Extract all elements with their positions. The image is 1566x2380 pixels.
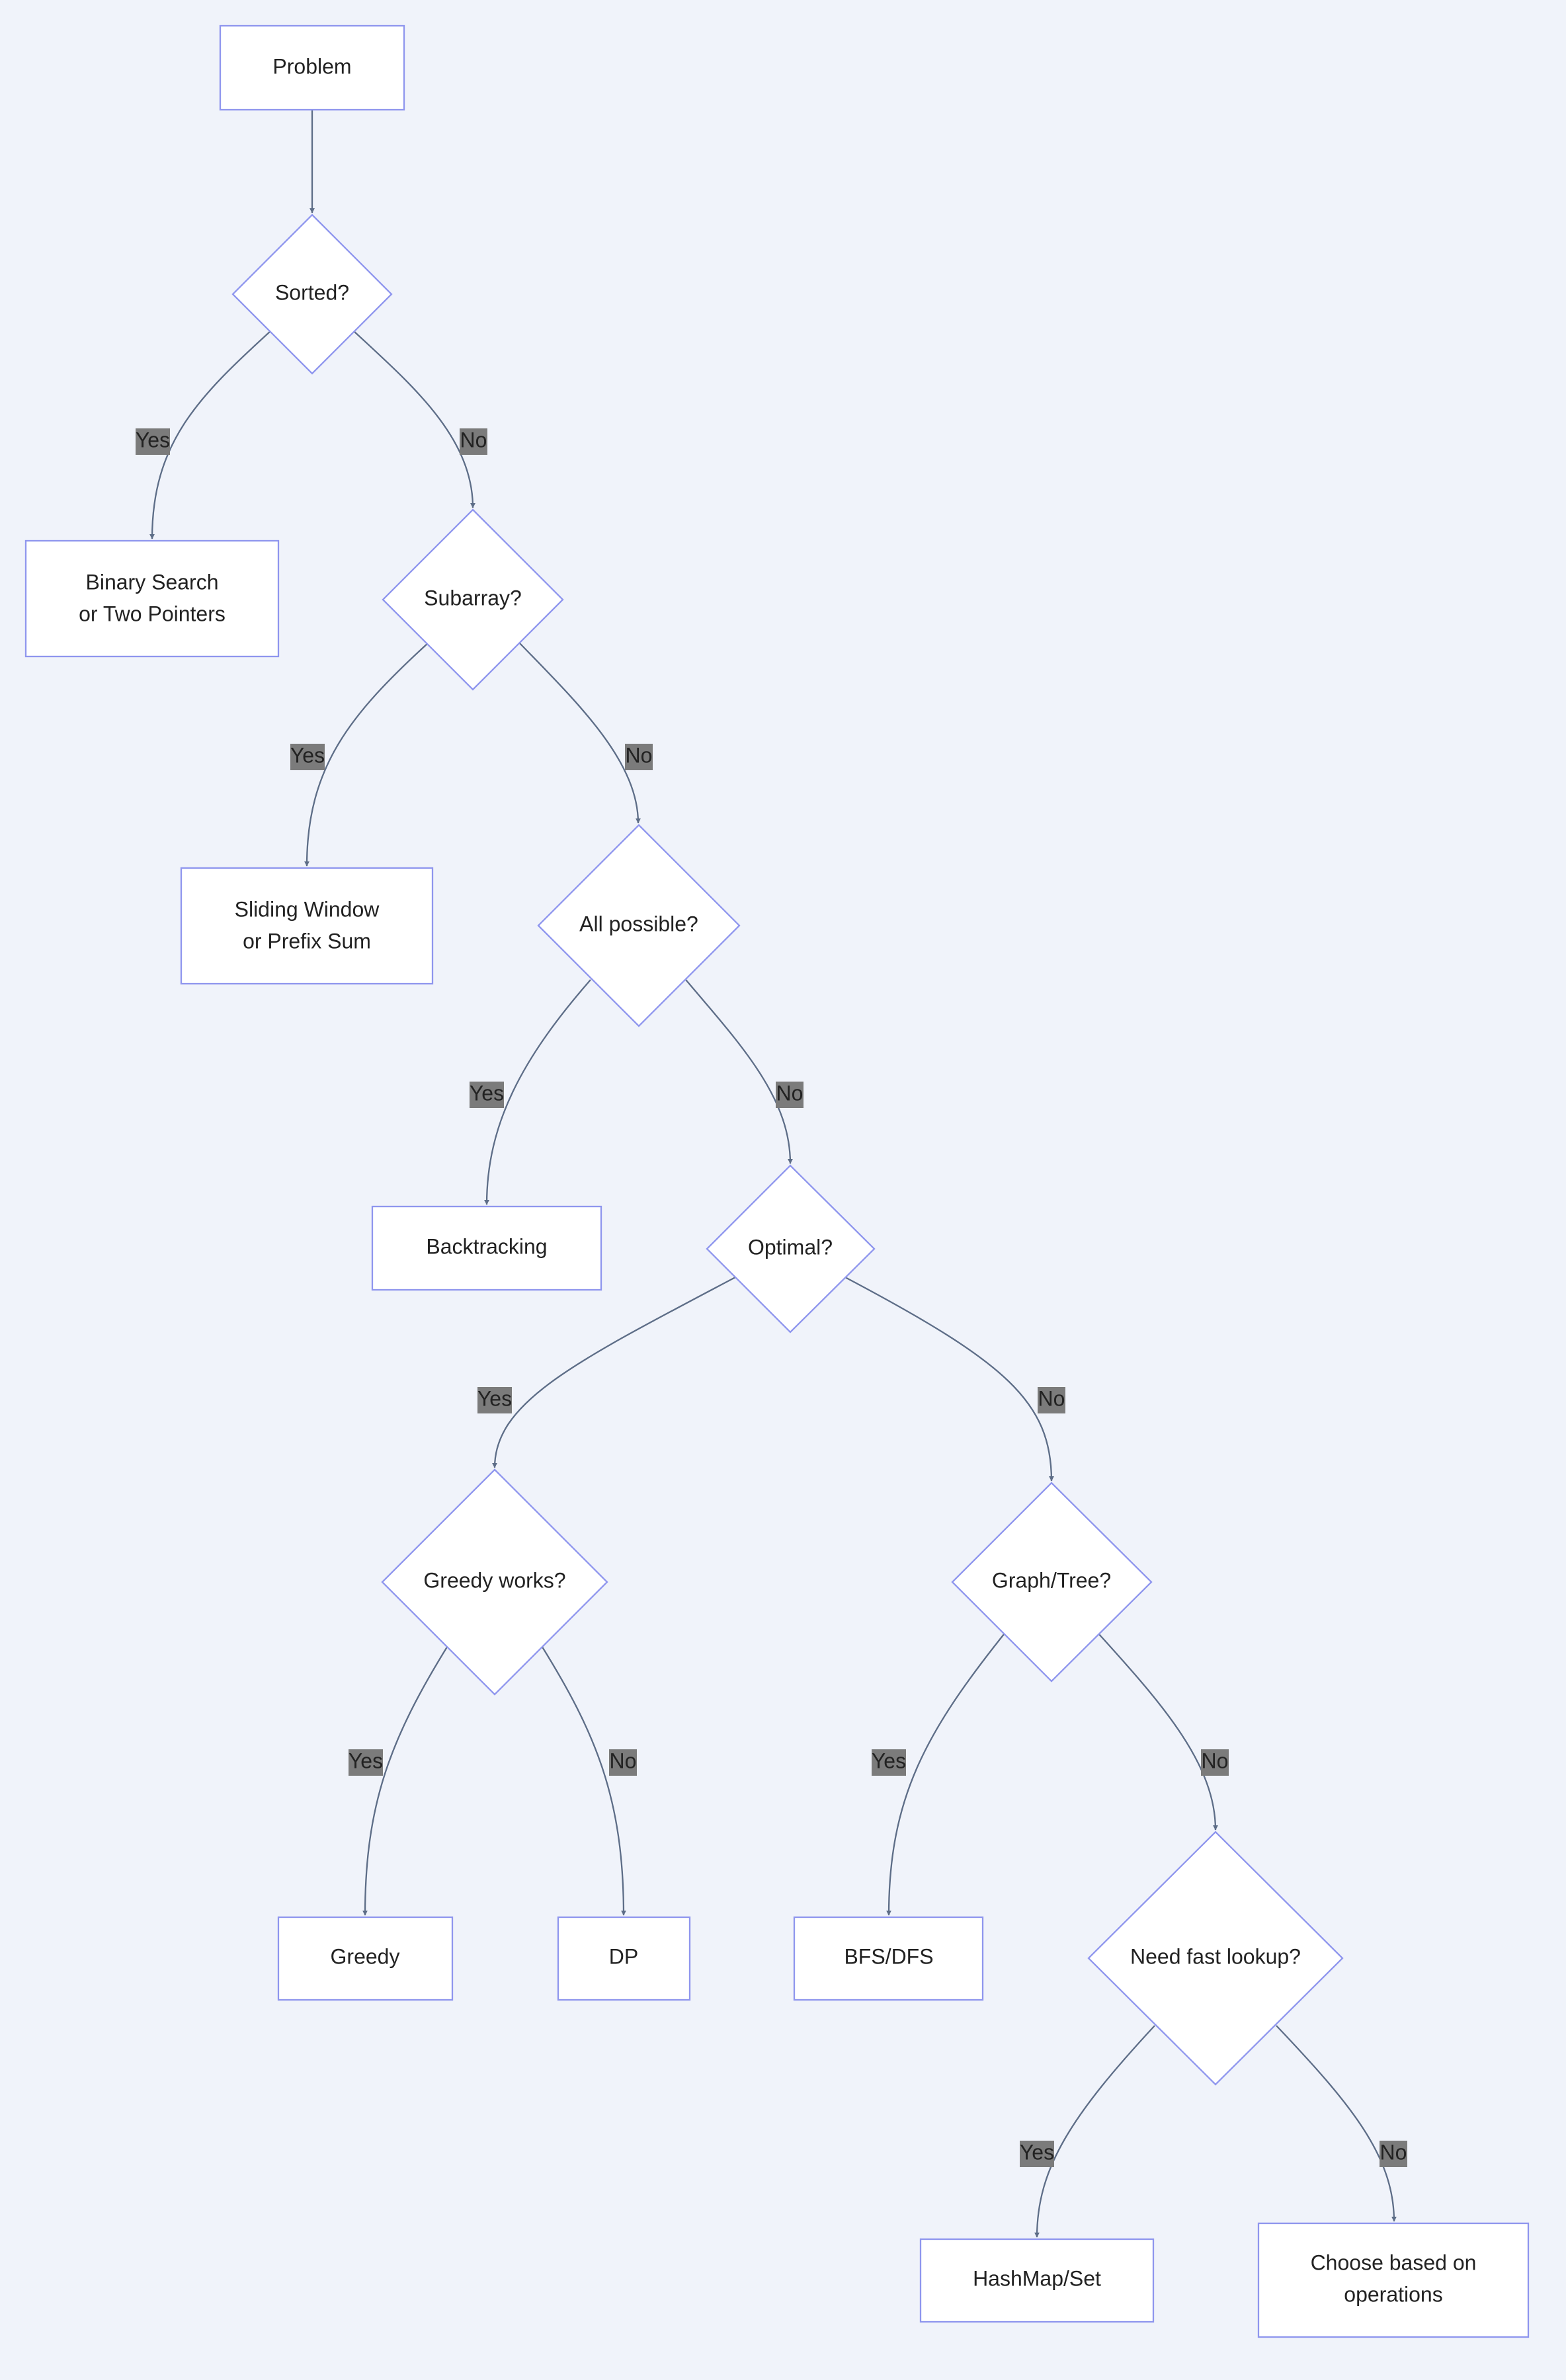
- edge-label-all-possible-no: No: [776, 1081, 804, 1108]
- edge-label-text: No: [1038, 1386, 1065, 1410]
- edge-optimal-graph-tree: [845, 1276, 1054, 1482]
- node-need-fast-lookup-label: Need fast lookup?: [1130, 1944, 1301, 1968]
- edges: [149, 110, 1397, 2238]
- edge-label-greedy-works-yes: Yes: [349, 1749, 383, 1776]
- edge-graph-tree-need-fast-lookup: [1098, 1634, 1218, 1831]
- node-backtracking-label: Backtracking: [426, 1234, 547, 1258]
- node-all-possible: All possible?: [537, 824, 741, 1027]
- edge-optimal-greedy-works: [492, 1276, 736, 1468]
- edge-sorted-binary-search: [149, 330, 272, 539]
- node-problem: Problem: [219, 24, 405, 111]
- node-greedy-works-label: Greedy works?: [423, 1568, 565, 1592]
- node-sliding-window-line1: Sliding Window: [235, 897, 380, 921]
- node-binary-search-line2: or Two Pointers: [79, 602, 226, 625]
- edge-label-text: Yes: [136, 428, 170, 452]
- node-hashmap-set-label: HashMap/Set: [973, 2266, 1101, 2290]
- edge-label-optimal-no: No: [1038, 1386, 1065, 1413]
- edge-need-fast-lookup-choose: [1276, 2025, 1397, 2222]
- node-choose-based: Choose based on operations: [1257, 2222, 1530, 2338]
- edge-label-text: No: [626, 743, 653, 767]
- node-greedy: Greedy: [277, 1916, 454, 2001]
- node-subarray: Subarray?: [382, 508, 564, 691]
- edge-labels: Yes No Yes No Yes No Yes No: [136, 428, 1407, 2167]
- node-binary-search: Binary Search or Two Pointers: [24, 539, 280, 658]
- edge-subarray-sliding-window: [304, 642, 429, 867]
- edge-label-need-fast-lookup-no: No: [1380, 2140, 1407, 2167]
- edge-label-text: No: [1380, 2140, 1407, 2164]
- node-all-possible-label: All possible?: [579, 912, 698, 935]
- edge-label-text: No: [776, 1081, 804, 1105]
- edge-all-possible-backtracking: [484, 979, 591, 1205]
- edge-label-sorted-yes: Yes: [136, 428, 170, 455]
- edge-subarray-all-possible: [518, 642, 641, 824]
- node-sorted: Sorted?: [231, 214, 393, 375]
- node-problem-label: Problem: [272, 54, 351, 78]
- node-binary-search-line1: Binary Search: [86, 570, 219, 594]
- edge-label-graph-tree-no: No: [1201, 1749, 1229, 1776]
- edge-label-graph-tree-yes: Yes: [872, 1749, 906, 1776]
- node-subarray-label: Subarray?: [424, 586, 522, 610]
- edge-label-optimal-yes: Yes: [477, 1386, 512, 1413]
- edge-label-subarray-yes: Yes: [290, 743, 325, 770]
- edge-label-all-possible-yes: Yes: [470, 1081, 504, 1108]
- node-greedy-label: Greedy: [331, 1944, 400, 1968]
- node-choose-based-line2: operations: [1344, 2282, 1442, 2306]
- edge-need-fast-lookup-hashmap: [1034, 2025, 1155, 2238]
- edge-label-text: No: [460, 428, 487, 452]
- edge-label-text: Yes: [290, 743, 325, 767]
- edge-graph-tree-bfs-dfs: [886, 1634, 1005, 1916]
- node-dp: DP: [557, 1916, 691, 2001]
- node-sliding-window-line2: or Prefix Sum: [243, 929, 371, 953]
- edge-label-greedy-works-no: No: [609, 1749, 637, 1776]
- edge-all-possible-optimal: [685, 979, 793, 1164]
- edge-label-text: Yes: [1020, 2140, 1054, 2164]
- node-bfs-dfs-label: BFS/DFS: [844, 1944, 933, 1968]
- node-need-fast-lookup: Need fast lookup?: [1087, 1831, 1344, 2086]
- edge-label-need-fast-lookup-yes: Yes: [1020, 2140, 1054, 2167]
- node-sliding-window: Sliding Window or Prefix Sum: [180, 867, 434, 985]
- edge-greedy-works-dp: [540, 1644, 626, 1916]
- edge-label-text: No: [1202, 1749, 1229, 1772]
- edge-greedy-works-greedy: [362, 1644, 449, 1916]
- node-bfs-dfs: BFS/DFS: [793, 1916, 984, 2001]
- edge-label-text: Yes: [470, 1081, 504, 1105]
- node-graph-tree-label: Graph/Tree?: [992, 1568, 1111, 1592]
- node-optimal: Optimal?: [706, 1164, 876, 1333]
- nodes: Problem Sorted? Binary Search or Two Poi…: [24, 24, 1530, 2338]
- node-hashmap-set: HashMap/Set: [919, 2238, 1155, 2323]
- edge-sorted-subarray: [352, 330, 475, 508]
- edge-label-subarray-no: No: [625, 743, 653, 770]
- edge-label-text: Yes: [872, 1749, 906, 1772]
- edge-label-text: No: [610, 1749, 637, 1772]
- edge-label-text: Yes: [477, 1386, 512, 1410]
- node-sorted-label: Sorted?: [275, 280, 349, 304]
- edge-label-sorted-no: No: [460, 428, 487, 455]
- node-optimal-label: Optimal?: [748, 1235, 833, 1259]
- node-graph-tree: Graph/Tree?: [951, 1482, 1153, 1683]
- node-choose-based-line1: Choose based on: [1311, 2250, 1477, 2274]
- edge-label-text: Yes: [349, 1749, 383, 1772]
- node-dp-label: DP: [609, 1944, 638, 1968]
- node-greedy-works: Greedy works?: [381, 1468, 608, 1696]
- node-backtracking: Backtracking: [371, 1205, 602, 1291]
